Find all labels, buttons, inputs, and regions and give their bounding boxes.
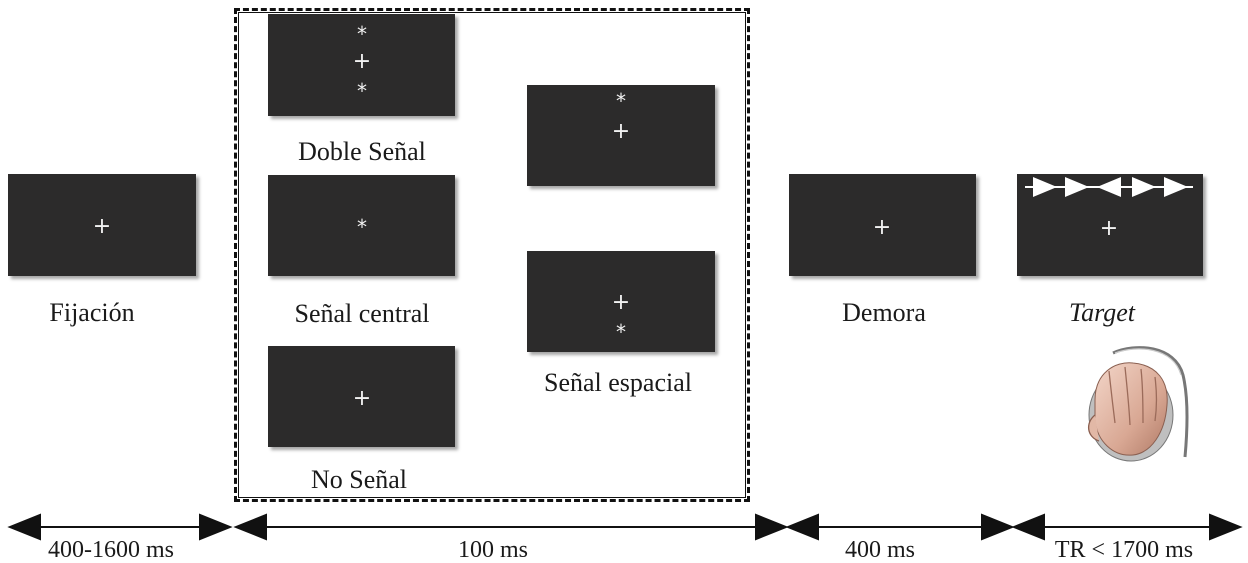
spatial-cue-top-cross: + bbox=[611, 119, 631, 144]
no-cue-label: No Señal bbox=[310, 465, 408, 494]
spatial-cue-screen-top: * + bbox=[527, 85, 715, 186]
spatial-cue-bottom-star: * bbox=[616, 320, 626, 344]
spatial-cue-bottom-cross: + bbox=[611, 290, 631, 315]
delay-label: Demora bbox=[842, 298, 926, 327]
fixation-label: Fijación bbox=[49, 298, 135, 327]
double-cue-screen: * + * bbox=[268, 14, 455, 116]
fixation-screen: + bbox=[8, 174, 196, 276]
spatial-cue-top-star: * bbox=[616, 89, 626, 113]
central-cue-star: * bbox=[357, 215, 367, 239]
central-cue-label: Señal central bbox=[294, 299, 430, 328]
double-cue-cross: + bbox=[352, 49, 372, 74]
cue-conditions-box bbox=[234, 8, 750, 502]
spatial-cue-label: Señal espacial bbox=[544, 368, 692, 397]
timing-target: TR < 1700 ms bbox=[1054, 537, 1194, 563]
hand-on-mouse-icon bbox=[1088, 346, 1189, 462]
double-cue-star-bottom: * bbox=[357, 79, 367, 103]
target-cross: + bbox=[1099, 216, 1119, 241]
arrow-flankers-icon bbox=[1025, 177, 1193, 197]
fixation-cross: + bbox=[92, 214, 112, 239]
delay-cross: + bbox=[872, 215, 892, 240]
timing-delay: 400 ms bbox=[844, 537, 916, 563]
no-cue-cross: + bbox=[352, 386, 372, 411]
timing-fixation: 400-1600 ms bbox=[48, 537, 174, 563]
timing-cue: 100 ms bbox=[457, 537, 529, 563]
target-screen: + bbox=[1017, 174, 1203, 276]
double-cue-star-top: * bbox=[357, 22, 367, 46]
delay-screen: + bbox=[789, 174, 976, 276]
no-cue-screen: + bbox=[268, 346, 455, 447]
double-cue-label: Doble Señal bbox=[298, 137, 426, 166]
spatial-cue-screen-bottom: + * bbox=[527, 251, 715, 352]
central-cue-screen: * bbox=[268, 175, 455, 276]
target-label: Target bbox=[1069, 298, 1135, 327]
